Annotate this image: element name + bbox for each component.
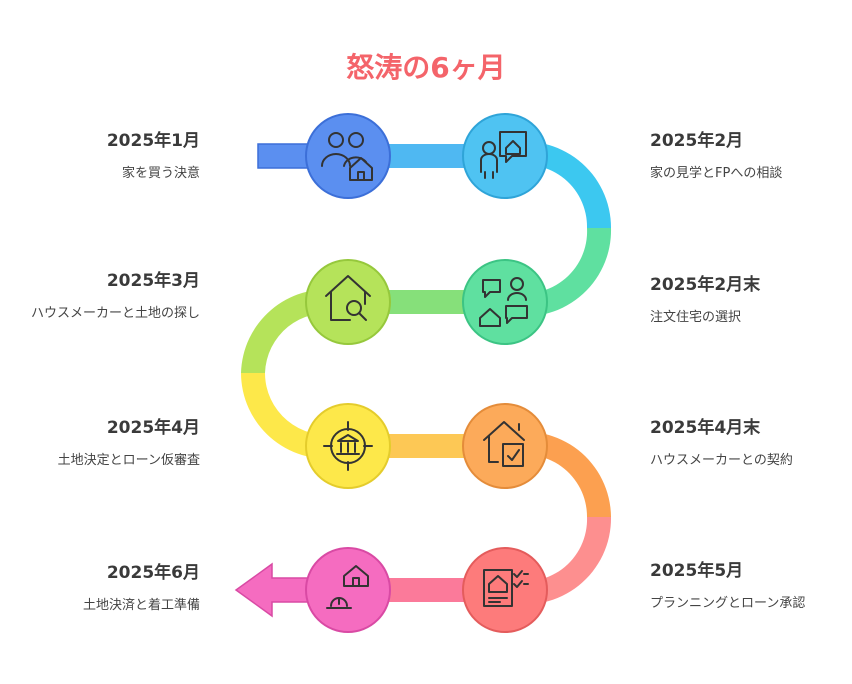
bank-target-icon bbox=[323, 421, 373, 471]
step-4-date: 2025年3月 bbox=[106, 271, 200, 291]
step-4-desc: ハウスメーカーと土地の探し bbox=[30, 306, 200, 321]
step-5-date: 2025年4月 bbox=[106, 418, 200, 438]
step-3: 2025年2月末 注文住宅の選択 bbox=[650, 270, 850, 326]
node-circle-8 bbox=[305, 547, 391, 633]
step-2-desc: 家の見学とFPへの相談 bbox=[650, 166, 783, 181]
page-title: 怒涛の6ヶ月 bbox=[346, 51, 506, 84]
node-circle-4 bbox=[305, 259, 391, 345]
step-3-date: 2025年2月末 bbox=[650, 275, 761, 295]
step-6: 2025年4月末 ハウスメーカーとの契約 bbox=[650, 413, 850, 469]
house-contract-icon bbox=[483, 421, 525, 467]
step-2: 2025年2月 家の見学とFPへの相談 bbox=[650, 126, 850, 182]
family-house-icon bbox=[321, 132, 373, 181]
step-8: 2025年6月 土地決済と着工準備 bbox=[0, 558, 200, 614]
step-7-date: 2025年5月 bbox=[650, 561, 744, 581]
construction-house-icon bbox=[326, 565, 369, 609]
step-6-desc: ハウスメーカーとの契約 bbox=[650, 453, 793, 468]
step-1-date: 2025年1月 bbox=[106, 131, 200, 151]
person-house-chat-icon bbox=[480, 131, 527, 179]
node-circle-6 bbox=[462, 403, 548, 489]
step-1-desc: 家を買う決意 bbox=[121, 166, 200, 181]
step-4: 2025年3月 ハウスメーカーと土地の探し bbox=[0, 266, 200, 322]
step-1: 2025年1月 家を買う決意 bbox=[0, 126, 200, 182]
house-search-icon bbox=[325, 275, 371, 321]
step-5: 2025年4月 土地決定とローン仮審査 bbox=[0, 413, 200, 469]
node-circle-1 bbox=[305, 113, 391, 199]
step-7-desc: プランニングとローン承認 bbox=[650, 596, 806, 611]
node-circle-7 bbox=[462, 547, 548, 633]
step-6-date: 2025年4月末 bbox=[650, 418, 761, 438]
step-3-desc: 注文住宅の選択 bbox=[650, 310, 742, 325]
step-8-desc: 土地決済と着工準備 bbox=[82, 598, 200, 613]
step-5-desc: 土地決定とローン仮審査 bbox=[57, 453, 200, 468]
step-2-date: 2025年2月 bbox=[650, 131, 744, 151]
node-circle-3 bbox=[462, 259, 548, 345]
people-chat-house-icon bbox=[479, 277, 528, 327]
step-8-date: 2025年6月 bbox=[106, 563, 200, 583]
house-plan-checklist-icon bbox=[483, 569, 529, 607]
step-7: 2025年5月 プランニングとローン承認 bbox=[650, 556, 850, 612]
